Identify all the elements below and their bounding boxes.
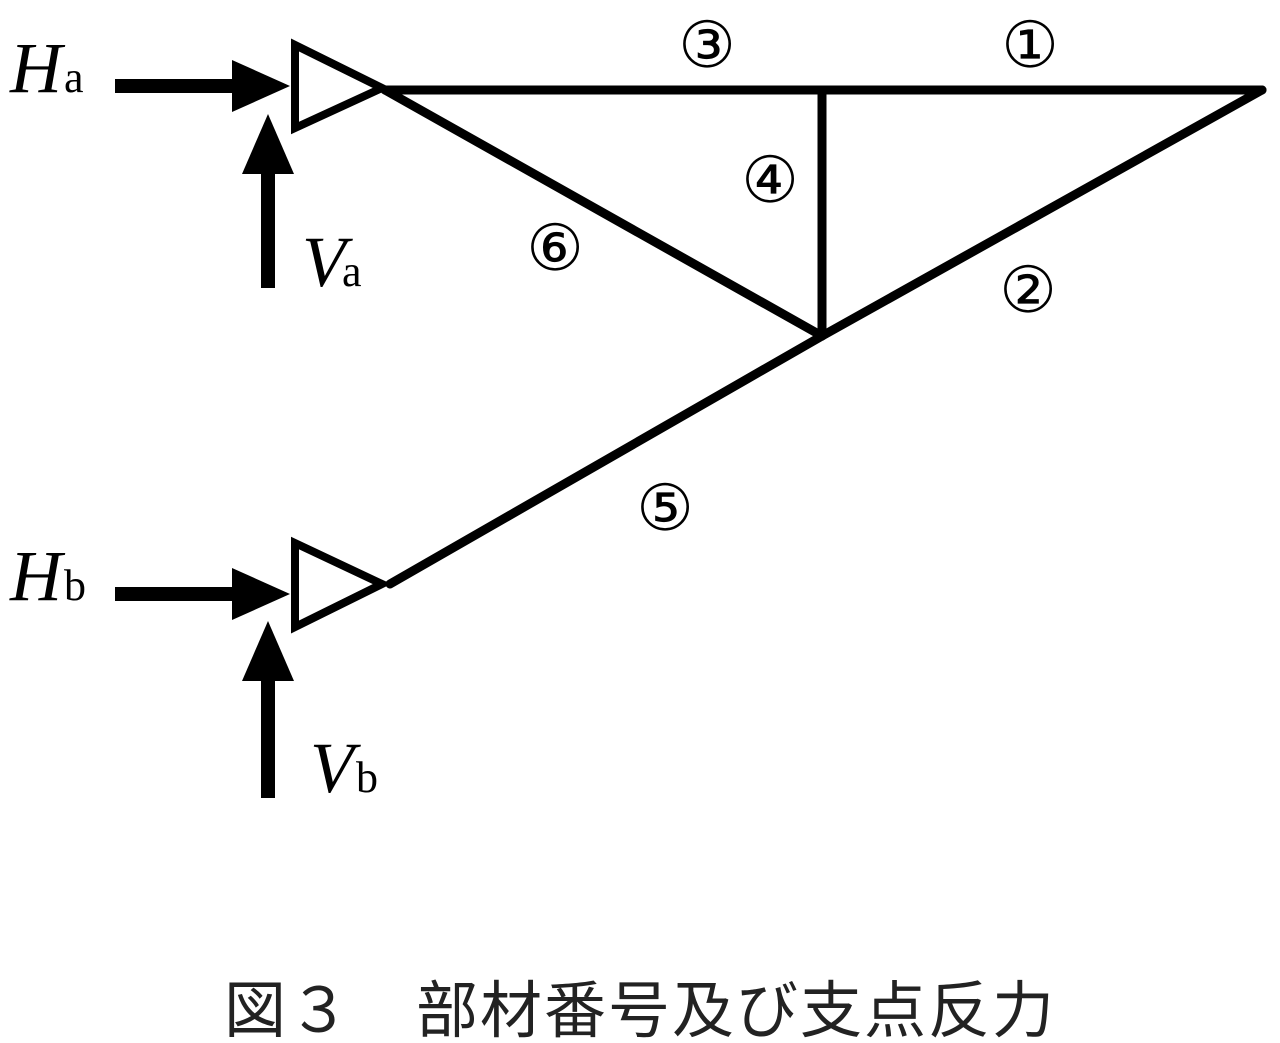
- reaction-ha-arrow: [115, 60, 290, 112]
- member-label-6: ⑥: [526, 212, 583, 286]
- reaction-hb-arrow: [115, 568, 290, 620]
- member-2-line: [817, 85, 1267, 341]
- support-b: [291, 536, 392, 634]
- label-ha: Ha: [9, 28, 84, 108]
- member-label-2: ②: [999, 254, 1056, 328]
- member-6-line: [380, 85, 827, 341]
- label-hb: Hb: [9, 536, 86, 616]
- reaction-vb-arrow: [242, 621, 294, 798]
- label-vb: Vb: [310, 728, 378, 808]
- member-label-3: ③: [678, 9, 735, 83]
- label-va: Va: [302, 222, 362, 302]
- member-label-5: ⑤: [636, 472, 693, 546]
- figure-caption: 図３ 部材番号及び支点反力: [223, 974, 1056, 1043]
- member-5-line: [385, 331, 827, 589]
- reaction-va-arrow: [242, 114, 294, 288]
- support-a: [291, 38, 392, 135]
- member-label-1: ①: [1001, 9, 1058, 83]
- member-label-4: ④: [741, 144, 798, 218]
